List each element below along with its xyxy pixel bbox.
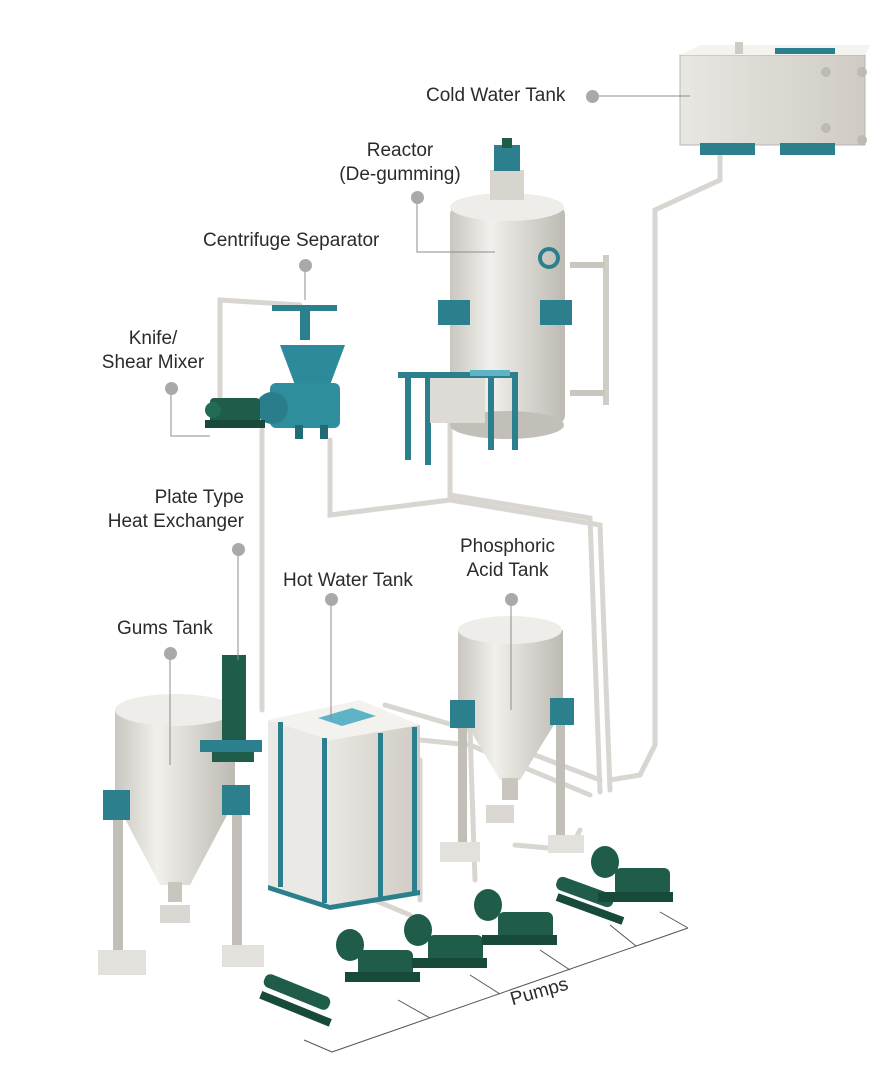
callout-dot-knife-shear-mixer <box>165 382 178 395</box>
label-knife-line2: Shear Mixer <box>101 352 205 373</box>
plate-heat-exchanger <box>200 655 262 762</box>
gums-tank <box>98 694 264 975</box>
label-hot-water-tank: Hot Water Tank <box>283 570 413 591</box>
label-knife-line1: Knife/ <box>128 328 178 349</box>
label-knife-shear-mixer: Knife/ Shear Mixer <box>92 327 214 375</box>
phosphoric-acid-tank <box>440 616 584 862</box>
label-reactor-line2: (De-gumming) <box>339 164 461 185</box>
label-reactor-line1: Reactor <box>366 140 434 161</box>
label-plate-heat-exchanger: Plate Type Heat Exchanger <box>90 486 244 534</box>
knife-shear-mixer <box>205 398 265 428</box>
label-reactor: Reactor (De-gumming) <box>330 139 470 187</box>
pump <box>474 889 557 945</box>
label-plate-line2: Heat Exchanger <box>107 511 244 532</box>
callout-dot-reactor <box>411 191 424 204</box>
pump <box>591 846 673 902</box>
pump <box>259 974 332 1027</box>
pump <box>404 914 487 968</box>
label-centrifuge-separator: Centrifuge Separator <box>203 230 380 251</box>
cold-water-tank <box>679 42 870 155</box>
label-plate-line1: Plate Type <box>154 487 244 508</box>
callout-dot-phosphoric-acid-tank <box>505 593 518 606</box>
label-gums-tank: Gums Tank <box>117 618 213 639</box>
pumps-group <box>259 846 673 1027</box>
callout-dot-cold-water-tank <box>586 90 599 103</box>
centrifuge-separator <box>256 305 345 439</box>
callout-dot-hot-water-tank <box>325 593 338 606</box>
callout-dot-centrifuge-separator <box>299 259 312 272</box>
callout-dot-plate-heat-exchanger <box>232 543 245 556</box>
reactor <box>398 138 609 465</box>
label-cold-water-tank: Cold Water Tank <box>426 85 566 106</box>
label-phosphoric-acid-tank: Phosphoric Acid Tank <box>445 535 570 583</box>
hot-water-tank <box>268 700 420 910</box>
pumps-bracket <box>303 911 689 1053</box>
label-phosphoric-line2: Acid Tank <box>466 560 549 581</box>
callout-dot-gums-tank <box>164 647 177 660</box>
pump <box>336 929 420 982</box>
label-phosphoric-line1: Phosphoric <box>459 536 556 557</box>
